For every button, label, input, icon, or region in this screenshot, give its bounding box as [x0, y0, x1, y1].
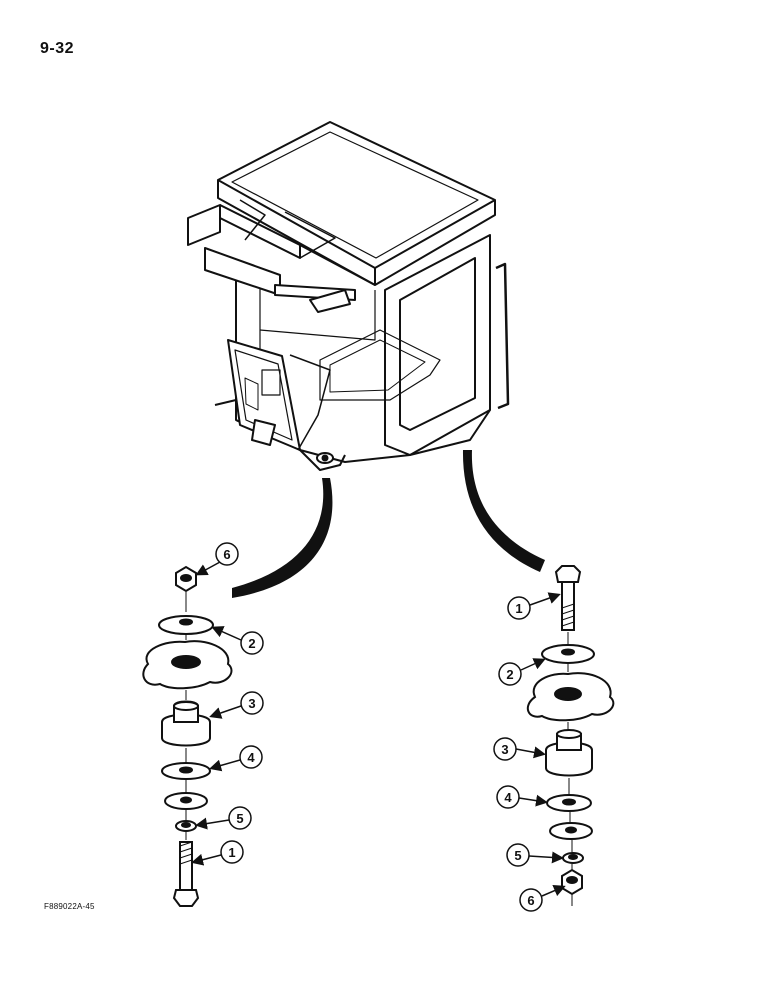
callout-right-4: 4: [496, 785, 548, 809]
callout-left-1: 1: [191, 840, 244, 866]
callout-left-4: 4: [209, 745, 263, 772]
left-callouts: 6 2 3 4 5 1: [191, 542, 264, 866]
callout-right-5: 5: [506, 843, 564, 867]
callout-label: 1: [228, 845, 235, 860]
callout-label: 2: [506, 667, 513, 682]
callout-left-3: 3: [209, 691, 264, 719]
callout-label: 5: [236, 811, 243, 826]
right-callouts: 1 2 3 4 5 6: [493, 592, 566, 912]
left-washer-4: [161, 762, 211, 780]
callout-label: 4: [247, 750, 255, 765]
callout-label: 6: [223, 547, 230, 562]
callout-label: 5: [514, 848, 521, 863]
callout-right-1: 1: [507, 592, 561, 620]
callout-right-2: 2: [498, 658, 546, 686]
cab-illustration: [187, 121, 510, 471]
callout-label: 6: [527, 893, 534, 908]
callout-label: 2: [248, 636, 255, 651]
right-bolt: [554, 565, 582, 631]
right-isolator-stack: [526, 565, 615, 906]
right-washer-4: [546, 794, 592, 812]
callout-label: 1: [515, 601, 522, 616]
left-washer-plain: [164, 792, 208, 810]
callout-right-6: 6: [519, 885, 566, 912]
left-curved-arrow: [232, 478, 333, 598]
left-floor-plate: [142, 640, 233, 690]
right-lock-washer: [562, 852, 584, 864]
figure-id: F889022A-45: [44, 902, 95, 911]
callout-label: 4: [504, 790, 512, 805]
right-curved-arrow: [462, 450, 545, 572]
right-washer-plain: [549, 822, 593, 840]
left-lock-washer: [175, 820, 197, 832]
callout-left-6: 6: [195, 542, 239, 576]
right-nut: [561, 868, 583, 896]
left-nut: [175, 565, 197, 593]
right-floor-plate: [526, 672, 615, 722]
right-isolator: [545, 729, 593, 777]
left-isolator: [161, 700, 211, 747]
callout-label: 3: [501, 742, 508, 757]
callout-right-3: 3: [493, 737, 546, 761]
callout-left-2: 2: [211, 626, 264, 655]
left-washer-large: [158, 615, 214, 635]
right-washer-large: [541, 644, 595, 664]
callout-left-5: 5: [195, 806, 252, 830]
left-isolator-stack: [142, 565, 233, 907]
page-number: 9-32: [40, 40, 75, 57]
callout-label: 3: [248, 696, 255, 711]
left-bolt: [172, 841, 200, 907]
